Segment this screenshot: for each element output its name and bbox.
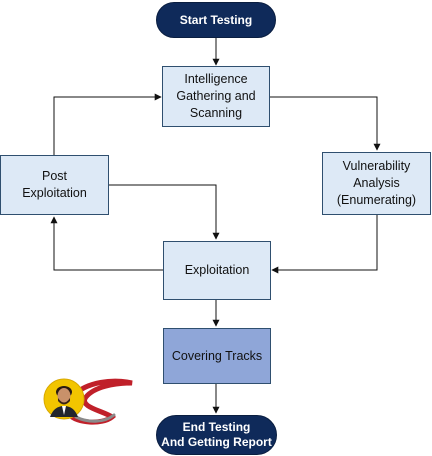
post-exploitation-node: Post Exploitation	[0, 155, 109, 215]
covering-tracks-node: Covering Tracks	[163, 328, 271, 384]
start-testing-node: Start Testing	[156, 2, 276, 38]
arrow-post-to-exploit	[109, 184, 220, 240]
author-avatar-logo	[43, 378, 133, 425]
arrow-post-to-intel	[53, 93, 162, 156]
arrow-intel-to-vuln	[270, 96, 381, 151]
arrow-exploit-to-post	[50, 216, 163, 271]
end-testing-node: End Testing And Getting Report	[156, 415, 277, 455]
intelligence-gathering-node: Intelligence Gathering and Scanning	[162, 66, 270, 127]
exploitation-node: Exploitation	[163, 241, 271, 300]
arrow-vuln-to-exploit	[271, 215, 378, 274]
vulnerability-analysis-node: Vulnerability Analysis (Enumerating)	[322, 152, 431, 215]
